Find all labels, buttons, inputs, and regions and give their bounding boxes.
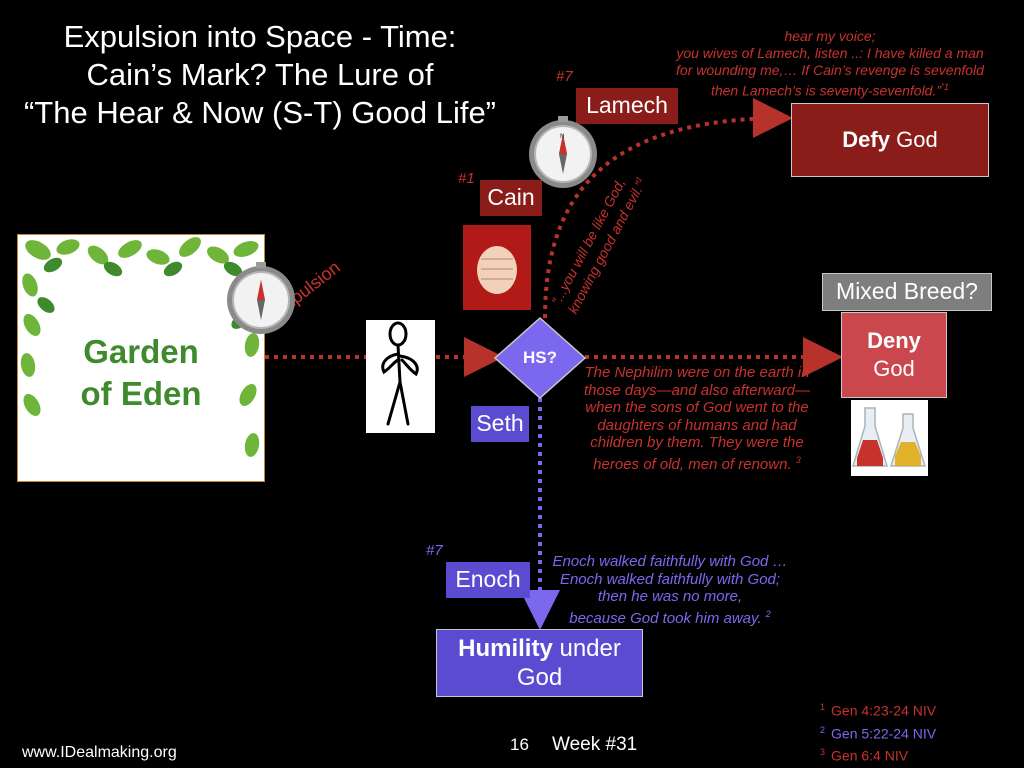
fist-icon (463, 225, 531, 310)
lamech-quote-line-1: hear my voice; (784, 28, 876, 44)
garden-line-1: Garden (83, 333, 199, 370)
nephilim-line: when the sons of God went to the (585, 399, 809, 416)
week-label: Week #31 (552, 734, 638, 755)
title-line-3: “The Hear & Now (S-T) Good Life” (23, 95, 497, 130)
lamech-quote: hear my voice; you wives of Lamech, list… (600, 28, 1024, 100)
enoch-line: then he was no more, (597, 588, 743, 605)
humility-box: Humility under God (436, 629, 643, 697)
deny-god-label: God (873, 356, 915, 381)
nephilim-note: The Nephilim were on the earth in those … (566, 364, 828, 473)
lamech-quote-line-3: for wounding me,… If Cain’s revenge is s… (676, 62, 984, 78)
garden-line-2: of Eden (80, 375, 202, 412)
slide-title: Expulsion into Space - Time: Cain’s Mark… (0, 18, 520, 132)
enoch-line: Enoch walked faithfully with God … (552, 553, 788, 570)
hs-label: HS? (523, 348, 557, 367)
nephilim-line: those days—and also afterward— (584, 381, 810, 399)
svg-text:N: N (560, 133, 565, 140)
compass-icon: N (529, 116, 597, 188)
lamech-quote-line-2: you wives of Lamech, listen ..: I have k… (676, 45, 984, 61)
title-line-2: Cain’s Mark? The Lure of (86, 57, 434, 92)
mixed-breed-tag: Mixed Breed? (822, 273, 992, 311)
enoch-note: Enoch walked faithfully with God … Enoch… (530, 553, 810, 627)
enoch-tag: Enoch (446, 562, 530, 598)
lamech-quote-line-4: then Lamech’s is seventy-sevenfold.””1 (710, 82, 950, 99)
page-number: 16 (510, 735, 529, 754)
humility-label: Humility (458, 635, 553, 662)
garden-of-eden-label: Garden of Eden (18, 331, 264, 415)
defy-arrow (543, 98, 793, 319)
compass-icon-garden (227, 262, 295, 334)
seth-tag: Seth (471, 406, 529, 442)
humility-under-label: under (552, 635, 621, 662)
enoch-line: because God took him away. 2 (569, 608, 771, 627)
footer-url[interactable]: www.IDealmaking.org (22, 744, 177, 761)
deny-label: Deny (867, 328, 921, 353)
nephilim-line: heroes of old, men of renown. 3 (593, 454, 801, 473)
garden-of-eden-card: Garden of Eden (17, 234, 265, 482)
enoch-line: Enoch walked faithfully with God; (559, 570, 781, 588)
defy-god-box: Defy God (791, 103, 989, 177)
humility-god-label: God (516, 664, 563, 691)
nephilim-line: The Nephilim were on the earth in (584, 364, 810, 381)
stick-figure-card (366, 320, 435, 433)
enoch-number: #7 (426, 542, 443, 559)
deny-god-box: Deny God (841, 312, 947, 398)
title-line-1: Expulsion into Space - Time: (63, 19, 457, 54)
stick-figure-icon (381, 321, 419, 426)
lamech-number: #7 (556, 68, 573, 85)
defy-label: Defy (842, 127, 890, 152)
cain-tag: Cain (480, 180, 542, 216)
defy-god-label: God (889, 127, 938, 152)
cain-number: #1 (458, 170, 475, 187)
hs-diamond (493, 316, 587, 400)
flask-icon (851, 400, 928, 476)
nephilim-line: daughters of humans and had (597, 416, 797, 434)
nephilim-line: children by them. They were the (590, 434, 804, 451)
lamech-tag: Lamech (576, 88, 678, 124)
